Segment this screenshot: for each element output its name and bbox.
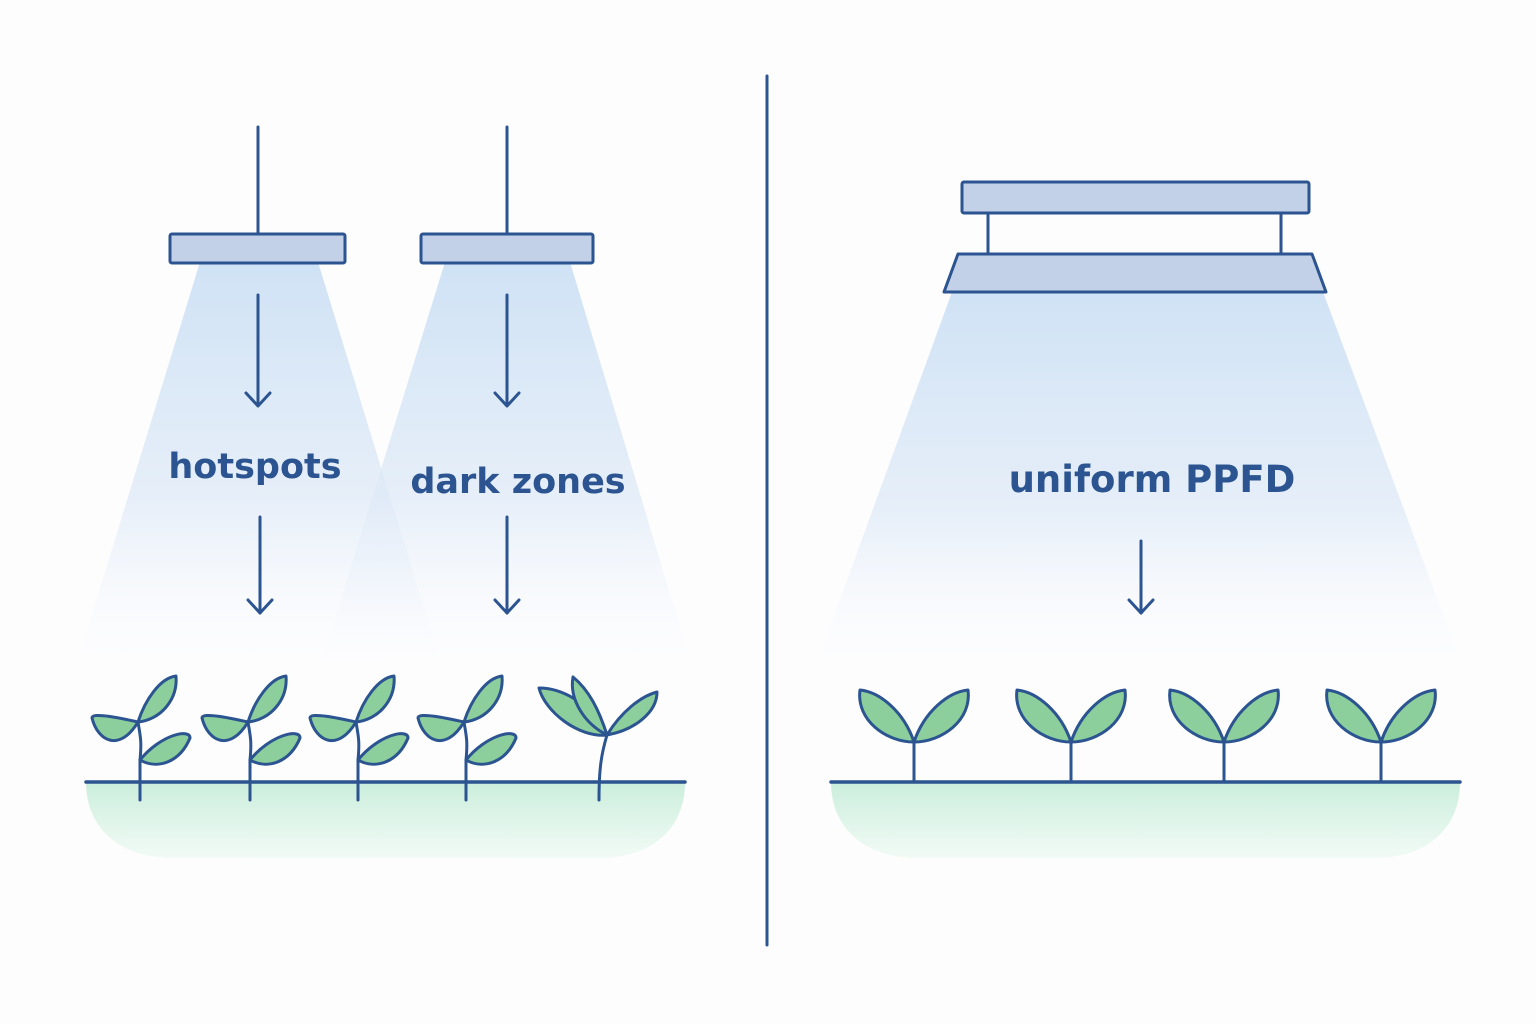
left-light-beam-2	[322, 262, 690, 660]
left-arrow-down-1-upper	[244, 293, 272, 408]
left-seedling-2	[200, 674, 302, 802]
left-light-fixture-2	[419, 232, 595, 265]
left-seedling-3	[308, 674, 410, 802]
right-seedling-3	[1168, 688, 1280, 782]
left-panel: hotspots dark zones	[78, 125, 690, 858]
left-seedling-5	[537, 675, 659, 802]
left-seedling-1	[90, 674, 192, 802]
right-fixture-top-bar	[960, 180, 1311, 215]
left-arrow-down-2-lower	[493, 515, 521, 615]
left-light-beam-1	[78, 262, 440, 660]
left-arrow-down-1-lower	[246, 515, 274, 615]
left-seedling-4	[416, 674, 518, 802]
uniform-ppfd-label: uniform PPFD	[1009, 458, 1296, 501]
right-soil-bed	[831, 782, 1460, 858]
right-light-beam	[818, 292, 1460, 660]
right-light-fixture-panel	[942, 252, 1328, 294]
right-seedling-1	[858, 688, 970, 782]
right-seedling-4	[1325, 688, 1437, 782]
left-arrow-down-2-upper	[493, 293, 521, 408]
dark-zones-label: dark zones	[410, 462, 625, 502]
hotspots-label: hotspots	[168, 447, 341, 487]
right-panel: uniform PPFD	[818, 180, 1462, 858]
left-light-fixture-1	[168, 232, 347, 265]
right-arrow-down	[1127, 539, 1155, 615]
right-seedling-2	[1015, 688, 1127, 782]
left-soil-bed	[86, 782, 685, 858]
